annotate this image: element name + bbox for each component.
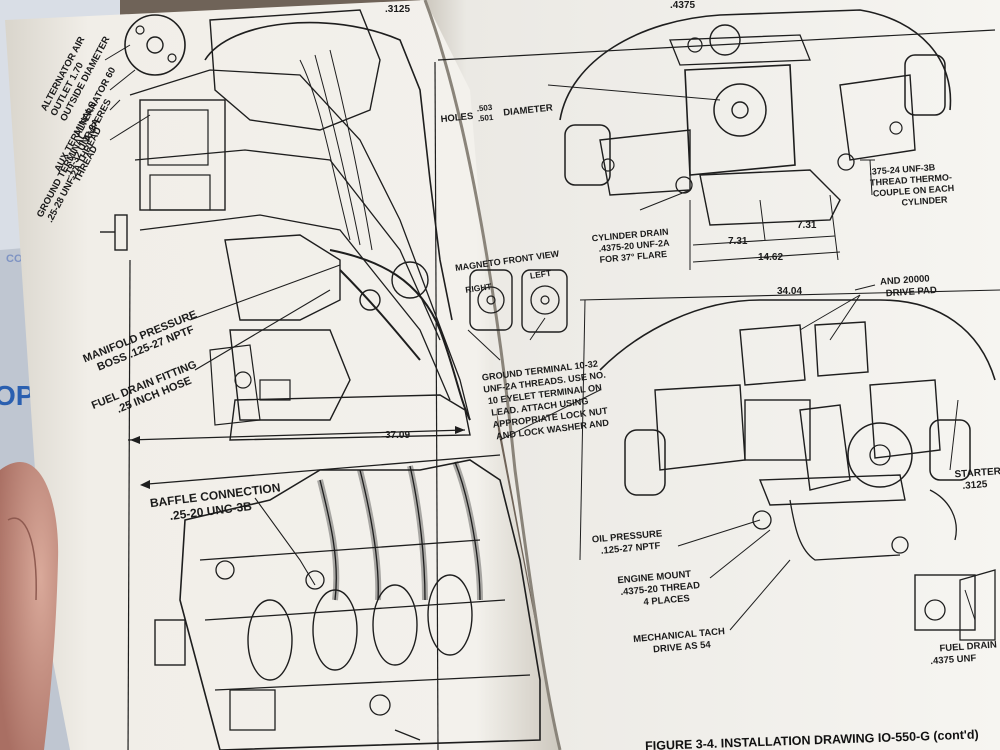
starter-line-2: .3125 [962, 479, 988, 492]
dim-7-31-left: 7.31 [728, 236, 748, 247]
starter-line-1: STARTER [954, 466, 1000, 480]
fuel-drain-line-2: .4375 UNF [930, 653, 977, 667]
holes-dia-top: .503 [476, 103, 493, 114]
engine-mount-line-3: 4 PLACES [643, 593, 690, 608]
mechanical-tach-line-2: DRIVE AS 54 [653, 639, 712, 655]
left-dimension-lines [104, 44, 501, 750]
magneto-right-label: RIGHT [465, 281, 493, 295]
cylinder-drain-callout: CYLINDER DRAIN .4375-20 UNF-2A FOR 37° F… [591, 227, 670, 265]
left-dimension-37-09: 37.09 [385, 430, 410, 441]
oil-pressure-callout: OIL PRESSURE .125-27 NPTF [591, 528, 662, 557]
book-gutter [423, 0, 562, 750]
starter-callout: STARTER .3125 [954, 466, 1000, 492]
drive-pad-line-2: DRIVE PAD [886, 285, 938, 300]
holes-dia-bottom: .501 [477, 113, 494, 124]
left-engine-top-view [100, 9, 471, 441]
thermocouple-callout: .375-24 UNF-3B THREAD THERMO- COUPLE ON … [869, 162, 955, 207]
holes-diameter-callout: HOLES .503 .501 DIAMETER [440, 102, 554, 125]
background-small-fragment: CO [6, 253, 23, 265]
drive-pad-callout: AND 20000 DRIVE PAD [880, 273, 938, 300]
dim-34-04: 34.04 [777, 286, 802, 297]
thermocouple-line-1: .375-24 UNF-3B [869, 162, 936, 177]
right-top-fragment: .4375 [670, 0, 695, 11]
dim-7-31-right: 7.31 [797, 220, 817, 231]
fuel-drain-line-1: FUEL DRAIN [939, 639, 997, 654]
magneto-front-views [467, 269, 568, 361]
holes-label: HOLES [440, 111, 474, 125]
fuel-drain-callout: FUEL DRAIN .4375 UNF [930, 639, 997, 667]
right-dimension-lines [434, 29, 1000, 750]
oil-pressure-line-2: .125-27 NPTF [600, 541, 661, 557]
diameter-label: DIAMETER [503, 102, 554, 118]
right-engine-front-view [559, 9, 952, 226]
right-page [420, 0, 1000, 750]
left-page [5, 0, 560, 750]
thumb-crease [7, 517, 37, 601]
magneto-left-label: LEFT [529, 268, 552, 281]
thermocouple-line-4: CYLINDER [901, 194, 948, 207]
left-engine-bottom-view [154, 459, 541, 750]
left-top-fragment: .3125 [385, 4, 410, 15]
dim-14-62: 14.62 [758, 252, 783, 263]
right-engine-rear-view [599, 299, 996, 641]
engine-mount-callout: ENGINE MOUNT .4375-20 THREAD 4 PLACES [617, 569, 701, 608]
thumb [0, 462, 59, 750]
drive-pad-line-1: AND 20000 [880, 273, 930, 287]
